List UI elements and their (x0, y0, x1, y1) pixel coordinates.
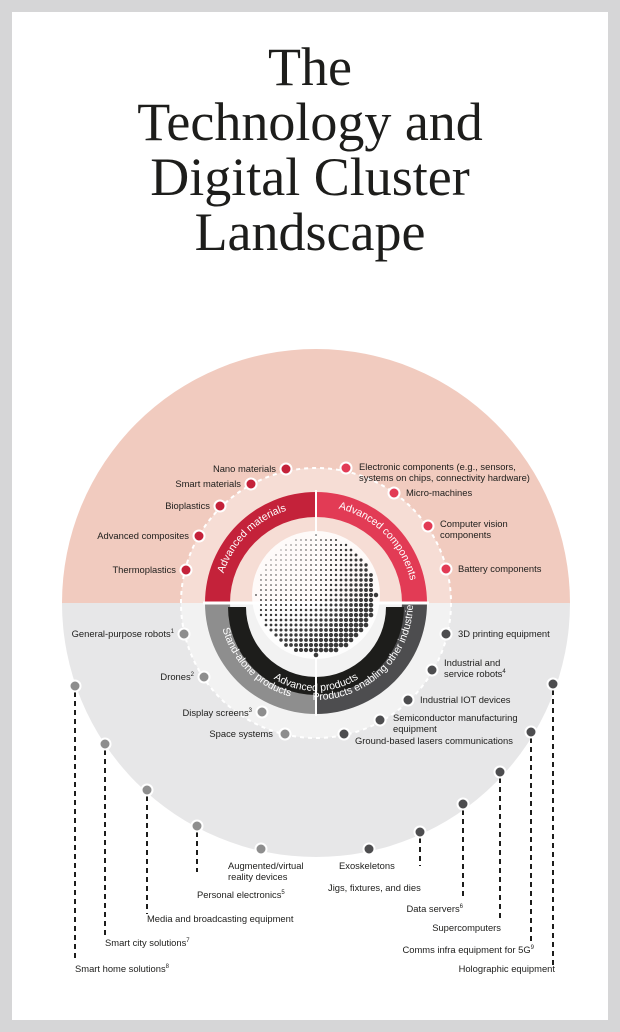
footnote-6: 6 (460, 904, 464, 910)
list-item-dot (255, 705, 269, 719)
title-line-2: Technology and (137, 92, 483, 152)
item-data-servers: Data servers (407, 903, 460, 914)
list-item-dot (524, 725, 538, 739)
svg-text:Smart home solutions8: Smart home solutions8 (75, 963, 170, 974)
item-drones: Drones (160, 671, 191, 682)
svg-text:Comms infra equipment for 5G9: Comms infra equipment for 5G9 (402, 944, 534, 955)
item-holographic: Holographic equipment (459, 963, 556, 974)
item-computer-vision-1: Computer vision (440, 518, 508, 529)
list-item-dot (254, 842, 268, 856)
list-item-dot (425, 663, 439, 677)
list-item-dot (213, 499, 227, 513)
list-item-dot (197, 670, 211, 684)
leader-lines (74, 690, 554, 965)
list-item-dot (387, 486, 401, 500)
item-supercomputers: Supercomputers (432, 922, 501, 933)
outer-left-items: Augmented/virtual reality devices Person… (68, 679, 304, 974)
list-item-dot (421, 519, 435, 533)
list-item-dot (244, 477, 258, 491)
list-item-dot (546, 677, 560, 691)
list-item-dot (279, 462, 293, 476)
item-ar-vr-1: Augmented/virtual (228, 860, 304, 871)
item-nano-materials: Nano materials (213, 463, 276, 474)
list-item-dot (493, 765, 507, 779)
item-ground-lasers: Ground-based lasers communications (355, 735, 513, 746)
svg-text:Smart city solutions7: Smart city solutions7 (105, 937, 190, 948)
list-item-dot (456, 797, 470, 811)
item-media-broadcasting: Media and broadcasting equipment (147, 913, 294, 924)
item-micro-machines: Micro-machines (406, 487, 472, 498)
materials-items: Nano materials Smart materials Bioplasti… (97, 462, 293, 577)
outer-right-items: Exoskeletons Jigs, fixtures, and dies Da… (328, 677, 560, 974)
item-industrial-robots-1: Industrial and (444, 657, 500, 668)
footnote-8: 8 (166, 964, 170, 970)
item-space-systems: Space systems (209, 728, 273, 739)
item-ar-vr-2: reality devices (228, 871, 288, 882)
svg-text:General-purpose robots1: General-purpose robots1 (72, 628, 175, 639)
list-item-dot (337, 727, 351, 741)
footnote-2: 2 (191, 672, 195, 678)
item-computer-vision-2: components (440, 529, 491, 540)
svg-text:Data servers6: Data servers6 (407, 903, 464, 914)
enabling-items: 3D printing equipment Industrial and ser… (337, 627, 550, 746)
item-semiconductor-1: Semiconductor manufacturing (393, 712, 518, 723)
standalone-items: General-purpose robots1 Drones2 Display … (72, 627, 292, 741)
svg-text:service robots4: service robots4 (444, 668, 506, 679)
item-personal-electronics: Personal electronics (197, 889, 282, 900)
footnote-1: 1 (171, 629, 175, 635)
list-item-dot (98, 737, 112, 751)
item-3d-printing: 3D printing equipment (458, 628, 550, 639)
footnote-4: 4 (502, 669, 506, 675)
item-smart-city: Smart city solutions (105, 937, 187, 948)
footnote-7: 7 (186, 938, 190, 944)
item-battery-components: Battery components (458, 563, 542, 574)
list-item-dot (439, 562, 453, 576)
item-smart-home: Smart home solutions (75, 963, 166, 974)
segment-advanced-components (316, 492, 427, 603)
segment-advanced-products (228, 607, 404, 695)
list-item-dot (179, 563, 193, 577)
list-item-dot (192, 529, 206, 543)
item-comms-5g: Comms infra equipment for 5G (402, 944, 530, 955)
list-item-dot (140, 783, 154, 797)
footnote-9: 9 (531, 945, 535, 951)
item-thermoplastics: Thermoplastics (112, 564, 176, 575)
segment-advanced-materials (205, 492, 316, 603)
svg-text:Display screens3: Display screens3 (182, 707, 252, 718)
list-item-dot (278, 727, 292, 741)
components-items: Electronic components (e.g., sensors, sy… (339, 461, 542, 576)
list-item-dot (401, 693, 415, 707)
item-general-purpose-robots: General-purpose robots (72, 628, 171, 639)
globe-icon (252, 531, 380, 659)
list-item-dot (68, 679, 82, 693)
page-title: The Technology and Digital Cluster Lands… (12, 40, 608, 260)
item-industrial-iot: Industrial IOT devices (420, 694, 511, 705)
list-item-dot (190, 819, 204, 833)
title-line-3: Digital Cluster (150, 147, 470, 207)
item-smart-materials: Smart materials (175, 478, 241, 489)
title-line-1: The (268, 37, 352, 97)
svg-text:Drones2: Drones2 (160, 671, 194, 682)
item-exoskeletons: Exoskeletons (339, 860, 395, 871)
list-item-dot (373, 713, 387, 727)
svg-text:Personal electronics5: Personal electronics5 (197, 889, 285, 900)
item-electronic-components-2: systems on chips, connectivity hardware) (359, 472, 530, 483)
item-industrial-robots-2: service robots (444, 668, 503, 679)
list-item-dot (362, 842, 376, 856)
dashed-ring (180, 467, 452, 739)
list-item-dot (439, 627, 453, 641)
item-advanced-composites: Advanced composites (97, 530, 189, 541)
item-jigs-fixtures: Jigs, fixtures, and dies (328, 882, 421, 893)
item-semiconductor-2: equipment (393, 723, 437, 734)
footnote-3: 3 (249, 708, 253, 714)
item-electronic-components-1: Electronic components (e.g., sensors, (359, 461, 516, 472)
footnote-5: 5 (281, 890, 285, 896)
list-item-dot (177, 627, 191, 641)
title-line-4: Landscape (194, 202, 426, 262)
item-display-screens: Display screens (182, 707, 248, 718)
list-item-dot (413, 825, 427, 839)
list-item-dot (339, 461, 353, 475)
item-bioplastics: Bioplastics (165, 500, 210, 511)
